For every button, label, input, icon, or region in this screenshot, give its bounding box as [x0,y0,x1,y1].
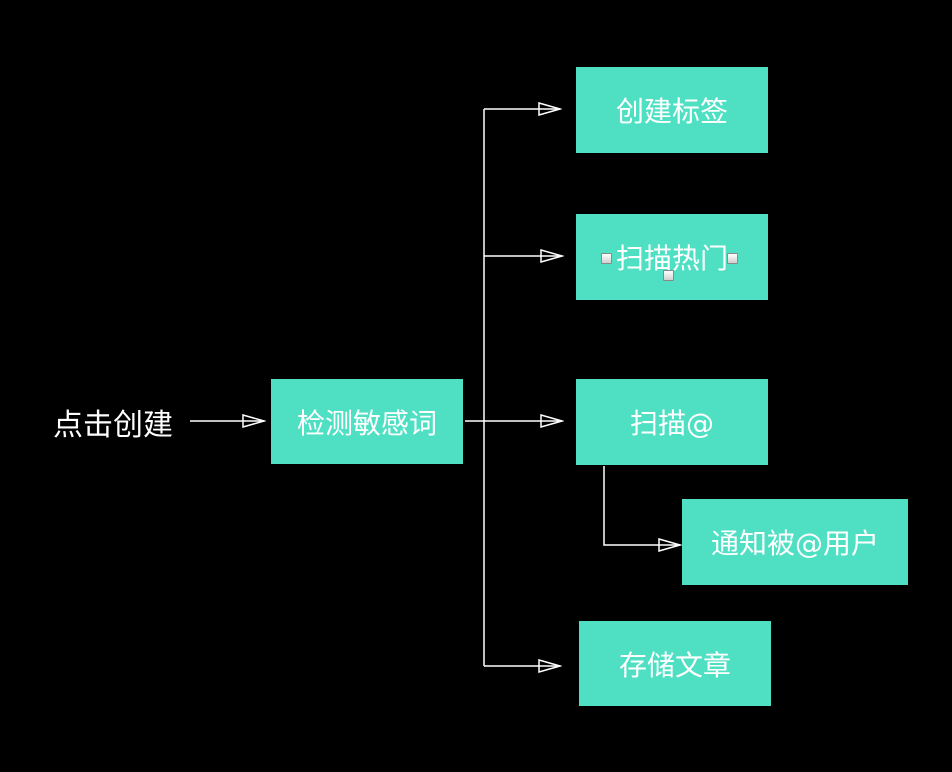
node-store-article: 存储文章 [579,621,771,706]
node-notify-mentioned-users: 通知被@用户 [682,499,908,585]
start-label: 点击创建 [53,408,173,443]
node-create-tags: 创建标签 [576,67,768,153]
selection-handle-bottom[interactable] [663,270,674,281]
node-detect-sensitive-words: 检测敏感词 [271,379,463,464]
selection-handle-left[interactable] [601,253,612,264]
selection-handle-right[interactable] [727,253,738,264]
node-scan-at: 扫描@ [576,379,768,465]
arrow-scan-at-to-notify [603,466,680,545]
